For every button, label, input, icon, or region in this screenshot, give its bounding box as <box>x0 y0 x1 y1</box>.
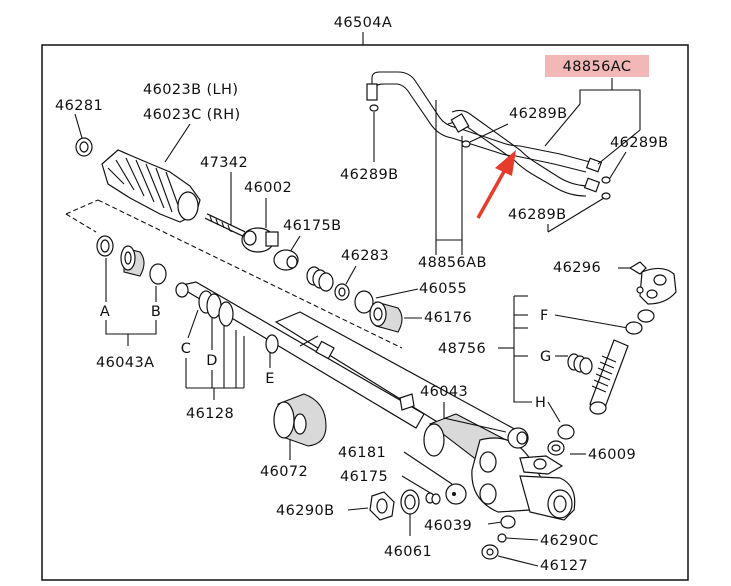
locknut-46290b <box>369 491 395 521</box>
seal-46039 <box>500 515 516 529</box>
plug-46061 <box>400 489 420 515</box>
label-46127: 46127 <box>540 558 588 574</box>
label-46181: 46181 <box>338 445 386 461</box>
label-46043a: 46043A <box>96 355 154 371</box>
label-46176: 46176 <box>424 310 472 326</box>
pressure-lines <box>366 71 611 200</box>
label-46061: 46061 <box>384 544 432 560</box>
label-46002: 46002 <box>244 180 292 196</box>
label-46175: 46175 <box>340 469 388 485</box>
label-48856ac: 48856AC <box>563 59 632 75</box>
seal-ring-a <box>96 235 114 257</box>
rack-boot <box>101 149 201 223</box>
label-46289b-right: 46289B <box>610 135 668 151</box>
ball-joint-46002 <box>241 227 279 253</box>
clamp-46281 <box>75 137 93 157</box>
letter-E: E <box>265 371 275 387</box>
label-46281: 46281 <box>55 98 103 114</box>
spring <box>306 266 334 292</box>
label-46283: 46283 <box>341 248 389 264</box>
label-46289b-bottom: 46289B <box>508 207 566 223</box>
label-46290c: 46290C <box>540 533 599 549</box>
label-46055: 46055 <box>419 281 467 297</box>
seal-46009 <box>547 440 565 456</box>
spring-46175 <box>425 492 441 505</box>
label-46023b: 46023B (LH) <box>143 82 238 98</box>
label-46175b: 46175B <box>283 218 341 234</box>
ring-h <box>557 424 575 440</box>
label-47342: 47342 <box>200 155 248 171</box>
nut-46175b <box>273 249 299 271</box>
tie-rod-47342 <box>204 213 246 237</box>
ring-46283 <box>334 283 350 301</box>
cap-46043 <box>507 427 529 449</box>
label-48856ab: 48856AB <box>418 255 487 271</box>
highlight-arrow <box>476 150 516 219</box>
nut-46290c <box>497 533 507 543</box>
pinion-shaft <box>589 339 629 415</box>
label-46289b-left: 46289B <box>340 167 398 183</box>
yoke-46181 <box>445 483 467 505</box>
highlight-box <box>545 55 649 77</box>
letter-B: B <box>151 304 161 320</box>
bushing-46072 <box>273 393 327 447</box>
seal-f1 <box>637 309 655 323</box>
letter-D: D <box>206 353 218 369</box>
o-ring-b <box>149 263 167 285</box>
label-46023c: 46023C (RH) <box>143 107 241 123</box>
seal-46055 <box>354 290 374 314</box>
letter-G: G <box>540 349 552 365</box>
label-46072: 46072 <box>260 464 308 480</box>
letter-H: H <box>535 395 546 411</box>
assembly-label: 46504A <box>334 15 392 31</box>
bush-b <box>120 245 145 277</box>
spring-g <box>567 353 593 375</box>
ring-e <box>265 334 279 354</box>
label-48756: 48756 <box>438 341 486 357</box>
label-46009: 46009 <box>588 447 636 463</box>
label-46043: 46043 <box>420 384 468 400</box>
rack-housing-outline <box>65 199 403 349</box>
letter-F: F <box>540 308 549 324</box>
diagram-frame <box>41 44 689 581</box>
label-46289b-top: 46289B <box>509 106 567 122</box>
seal-f2 <box>625 321 643 335</box>
label-46128: 46128 <box>186 406 234 422</box>
bush-46176 <box>369 301 403 333</box>
label-46296: 46296 <box>553 260 601 276</box>
letter-A: A <box>100 304 110 320</box>
label-46290b: 46290B <box>276 503 334 519</box>
cap-46127 <box>481 544 499 560</box>
valve-housing-46296 <box>628 261 677 305</box>
letter-C: C <box>181 341 192 357</box>
ring-d2 <box>218 301 234 327</box>
label-46039: 46039 <box>424 518 472 534</box>
